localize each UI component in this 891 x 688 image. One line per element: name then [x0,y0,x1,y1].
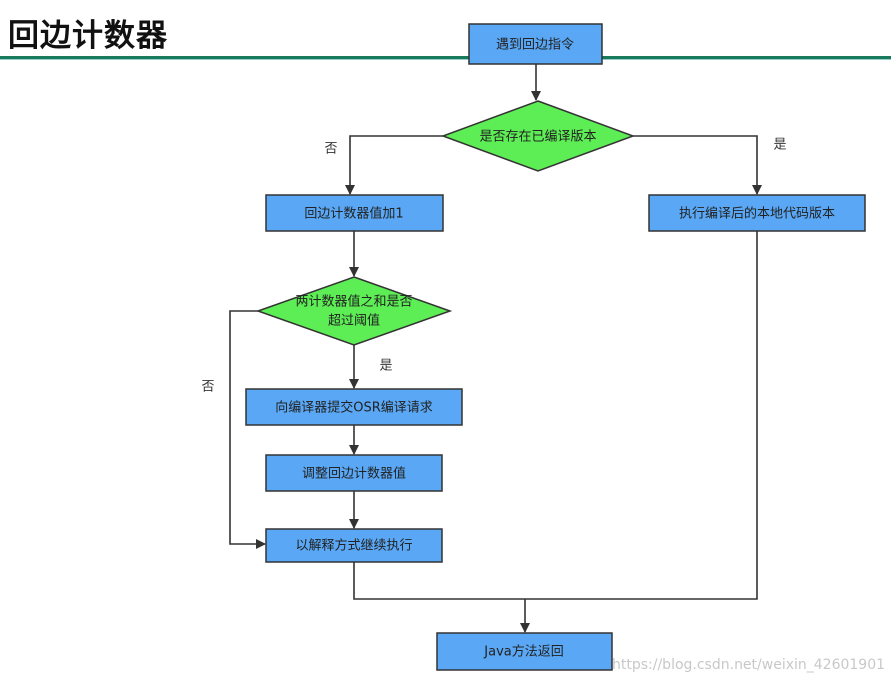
watermark: https://blog.csdn.net/weixin_42601901 [612,657,886,673]
node-start [468,23,603,65]
node-adjust [265,454,443,492]
node-adjust-label: 调整回边计数器值 [302,466,406,482]
node-start-label: 遇到回边指令 [496,38,574,53]
node-return-label: Java方法返回 [483,644,563,660]
node-interpret [265,528,443,563]
header-rule-shadow [0,59,891,60]
edge-label-d2-no: 否 [201,380,214,395]
node-increment [265,194,444,232]
decision-compiled-version [440,100,636,172]
node-submit-osr [245,388,463,426]
node-submit-osr-label: 向编译器提交OSR编译请求 [275,400,433,416]
edge-label-d1-yes: 是 [773,138,786,153]
page-title: 回边计数器 [8,18,168,54]
node-execute-native [648,194,866,232]
decision-threshold [255,276,453,346]
node-execute-native-label: 执行编译后的本地代码版本 [679,206,835,222]
node-increment-label: 回边计数器值加1 [304,206,403,222]
edge-merge [353,231,758,600]
edge-d1-yes [633,135,762,195]
edge-label-d1-no: 否 [324,142,337,157]
node-interpret-label: 以解释方式继续执行 [295,538,412,554]
header-rule [0,56,891,59]
node-return [436,632,613,671]
decision-compiled-version-label: 是否存在已编译版本 [479,130,596,145]
decision-threshold-label-1: 两计数器值之和是否 [295,294,412,310]
edge-d1-no [345,135,443,195]
edge-d2-no [229,310,266,549]
edge-label-d2-yes: 是 [379,359,392,374]
decision-threshold-label-2: 超过阈值 [328,313,380,329]
